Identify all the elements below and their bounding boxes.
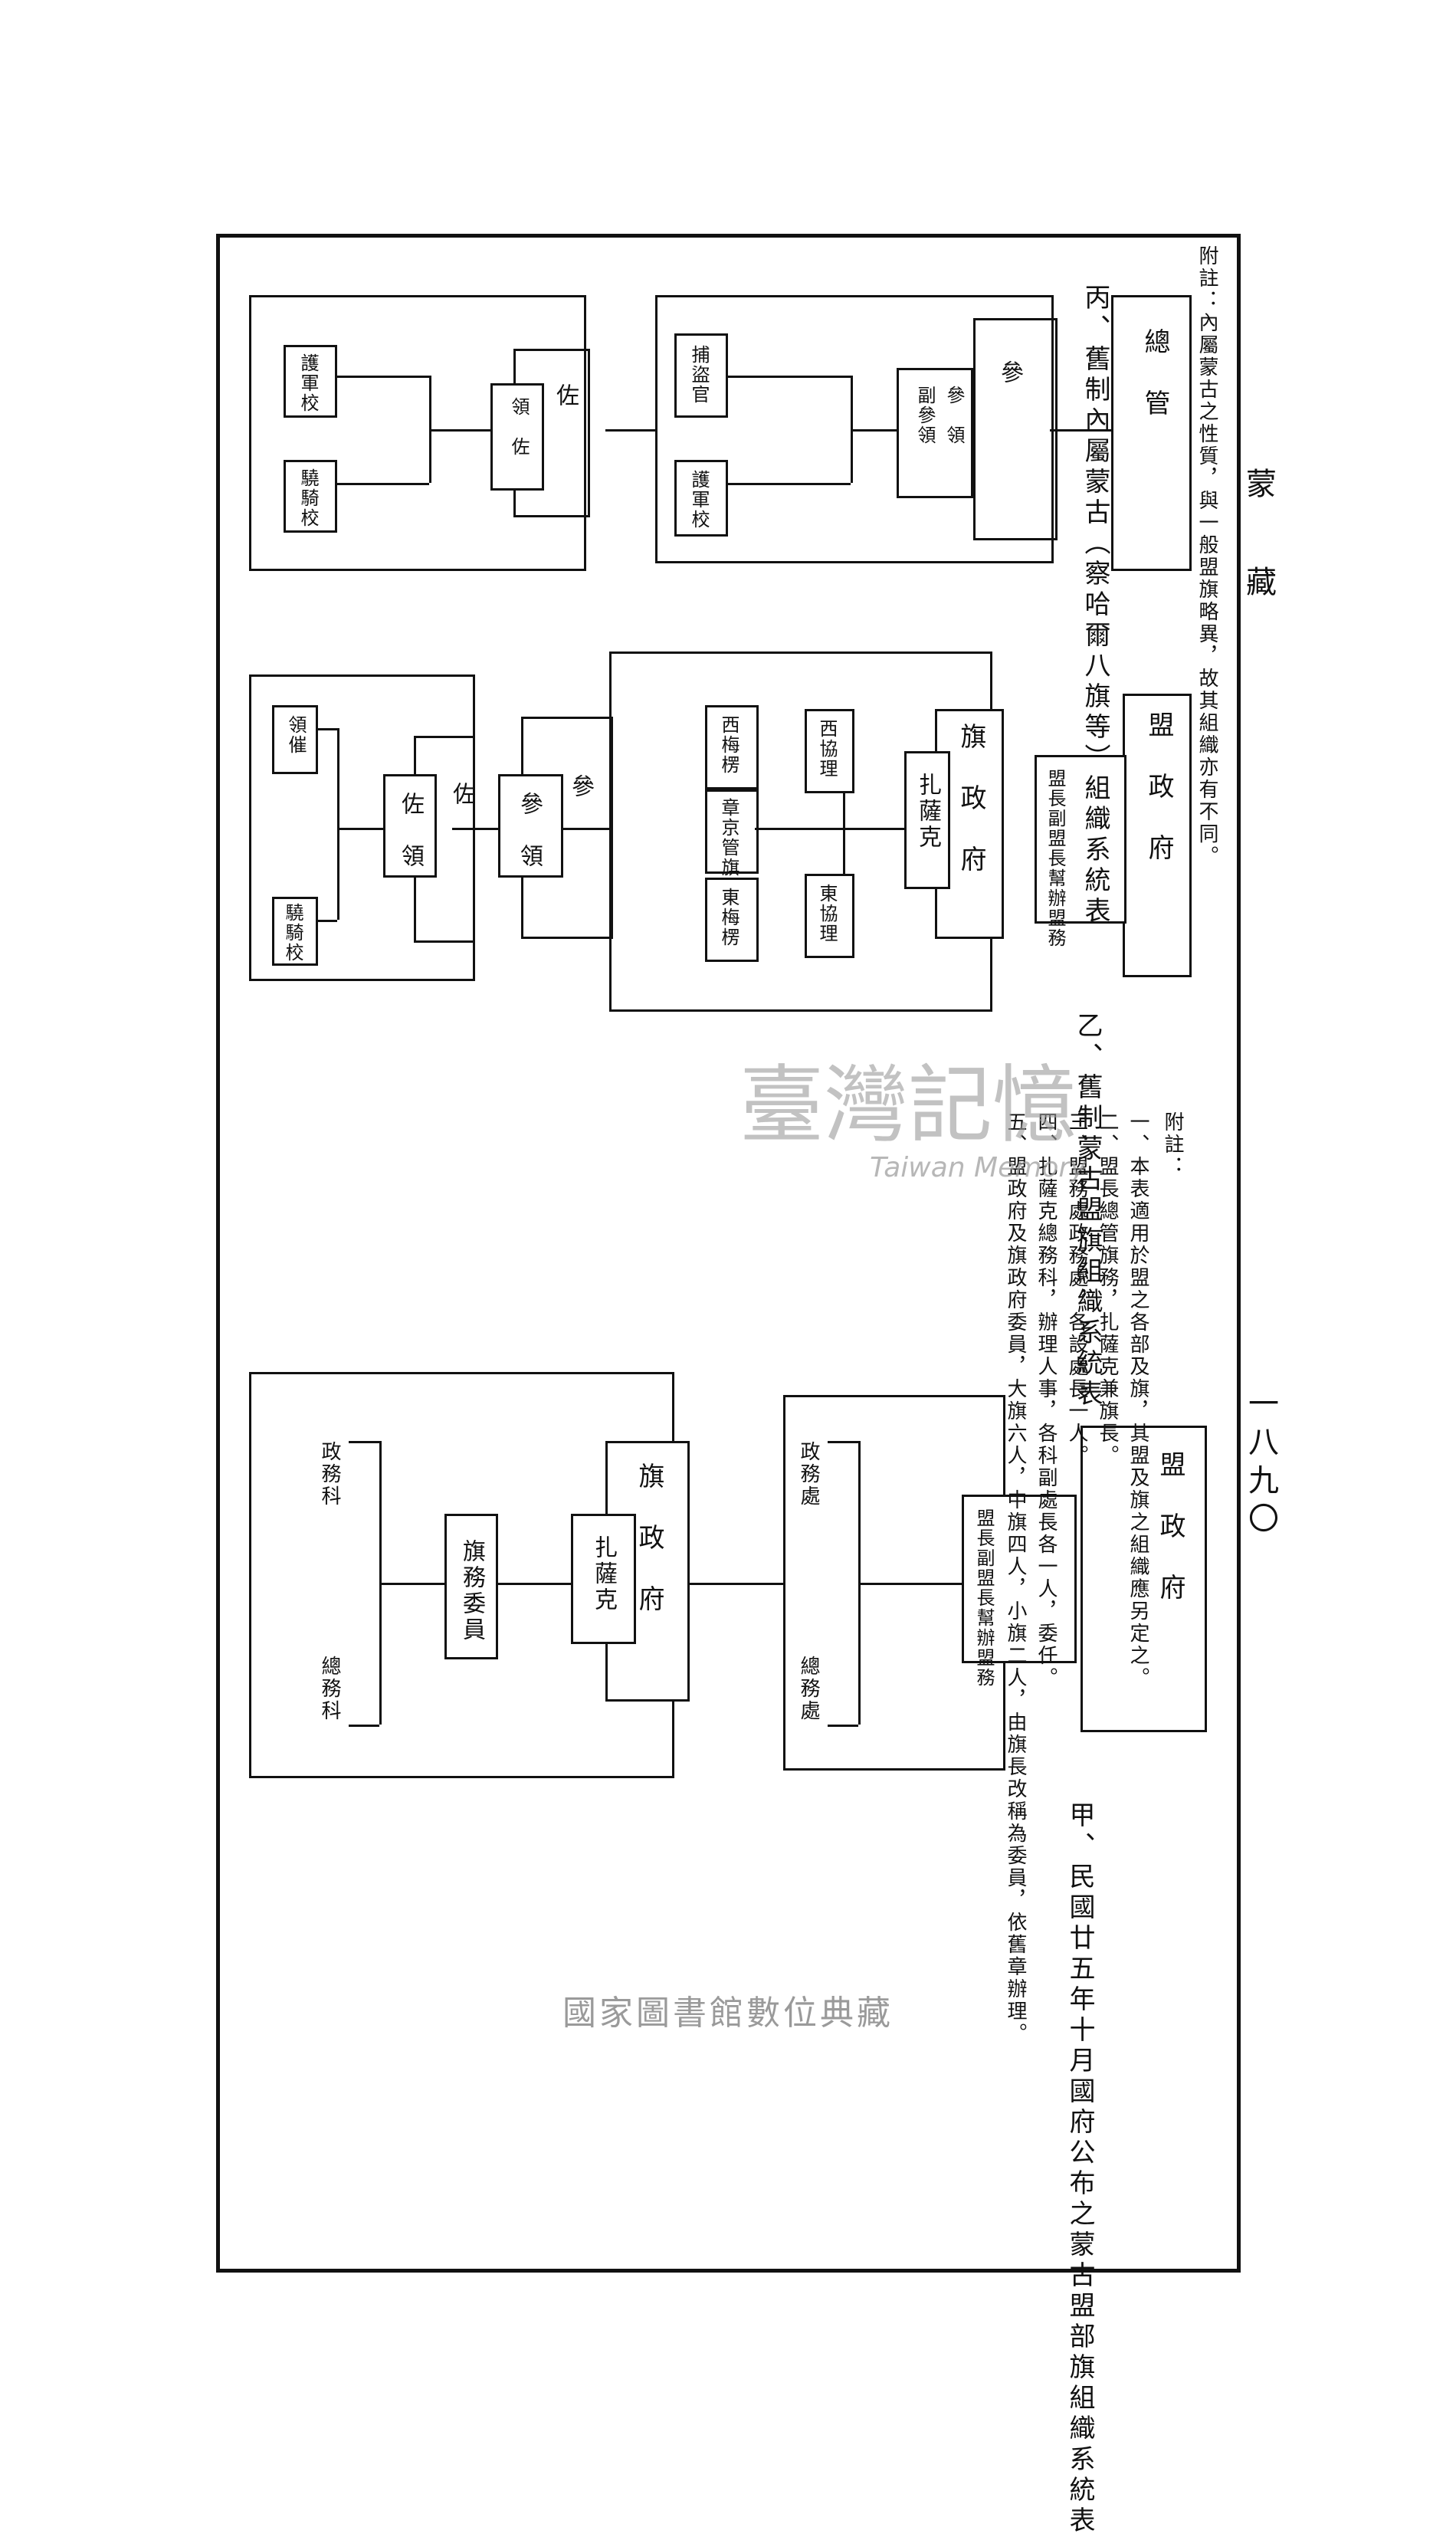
watermark-logo: 臺灣記憶 Taiwan Memory bbox=[739, 1056, 1087, 1183]
table-b-jasak: 扎薩克 bbox=[904, 751, 950, 889]
table-c-dutong: 總 管 bbox=[1111, 295, 1192, 571]
table-b-league-chiefs: 盟長副盟長幫辦盟務 bbox=[1035, 755, 1126, 948]
table-a-jasak: 扎薩克 bbox=[571, 1514, 636, 1644]
table-b-zhangjing: 章京管旗 bbox=[705, 789, 759, 878]
table-c-canling-inner bbox=[973, 318, 1058, 540]
table-b-canling-upper: 參 bbox=[567, 774, 594, 852]
table-a-note-1: 一、本表適用於盟之各部及旗，其盟及旗之組織應另定之。 bbox=[1126, 1111, 1149, 1689]
table-a-league-chiefs: 盟長副盟長幫辦盟務 bbox=[962, 1495, 1077, 1688]
watermark-main: 臺灣記憶 bbox=[739, 1056, 1077, 1154]
table-c-xiaoqi: 驍騎校 bbox=[284, 460, 337, 533]
table-c-right-cmd: 護軍校 bbox=[674, 460, 728, 537]
table-c-zuoling-upper: 佐 bbox=[552, 383, 579, 461]
table-c-zuoling-group bbox=[249, 295, 586, 571]
table-b-east-meilun: 東梅楞 bbox=[705, 878, 759, 962]
table-c-canling-upper: 參 bbox=[996, 360, 1023, 438]
table-b-zuoling: 佐 領 bbox=[383, 774, 437, 878]
table-a-section-left: 政務科 bbox=[318, 1441, 341, 1508]
footer-collection: 國家圖書館數位典藏 bbox=[562, 1994, 894, 2033]
page-number: 一八九〇 bbox=[1243, 1387, 1278, 1541]
table-a-section-right: 總務科 bbox=[318, 1656, 341, 1722]
watermark-sub: Taiwan Memory bbox=[870, 1152, 1087, 1183]
table-a-office-right: 總務處 bbox=[797, 1656, 820, 1722]
table-c-left-cmd: 捕盜官 bbox=[674, 333, 728, 418]
table-c-title: 丙、舊制內屬蒙古（察哈爾八旗等）組織系統表 bbox=[1080, 284, 1110, 927]
table-a-office-left: 政務處 bbox=[797, 1441, 820, 1508]
table-c-canling-group bbox=[655, 295, 1054, 563]
table-b-canling: 參 領 bbox=[498, 774, 563, 878]
table-a-note-4: 四、扎薩克總務科，辦理人事，各科副處長各一人，委任。 bbox=[1035, 1111, 1058, 1689]
table-a-league-gov: 盟 政 府 bbox=[1081, 1426, 1207, 1732]
table-b-zuoling-upper: 佐 bbox=[448, 782, 475, 860]
table-a-note-2: 二、盟長總管旗務，扎薩克兼旗長。 bbox=[1096, 1111, 1119, 1467]
table-c-notes: 附註：內屬蒙古之性質，與一般盟旗略異，故其組織亦有不同。 bbox=[1195, 245, 1218, 868]
table-a-note-3: 三、盟務處政務處，各設處長一人。 bbox=[1065, 1111, 1088, 1467]
table-b-league-gov: 盟 政 府 bbox=[1123, 694, 1192, 977]
table-c-hujun: 護軍校 bbox=[284, 345, 337, 418]
table-a-note-5: 五、盟政府及旗政府委員，大旗六人，中旗四人，小旗二人，由旗長改稱為委員，依舊章辦… bbox=[1004, 1111, 1027, 2045]
table-b-west-xieli: 西協理 bbox=[805, 709, 854, 793]
table-a-title: 甲、民國廿五年十月國府公布之蒙古盟部旗組織系統表 bbox=[1064, 1801, 1095, 2537]
table-b-xiaoqi: 驍騎校 bbox=[272, 897, 318, 966]
table-b-title: 乙、舊制蒙古盟旗組織系統表 bbox=[1072, 1012, 1103, 1410]
table-b-lingcui: 領催 bbox=[272, 705, 318, 774]
table-a-banner-committee: 旗務委員 bbox=[444, 1514, 498, 1659]
table-a-notes-heading: 附註： bbox=[1161, 1111, 1184, 1178]
table-b-east-xieli: 東協理 bbox=[805, 874, 854, 958]
running-head: 蒙 藏 bbox=[1241, 468, 1276, 615]
table-c-zuoling: 領 佐 bbox=[490, 383, 544, 491]
table-c-canling: 副參領 參 領 bbox=[897, 368, 973, 498]
table-b-west-meilun: 西梅楞 bbox=[705, 705, 759, 789]
